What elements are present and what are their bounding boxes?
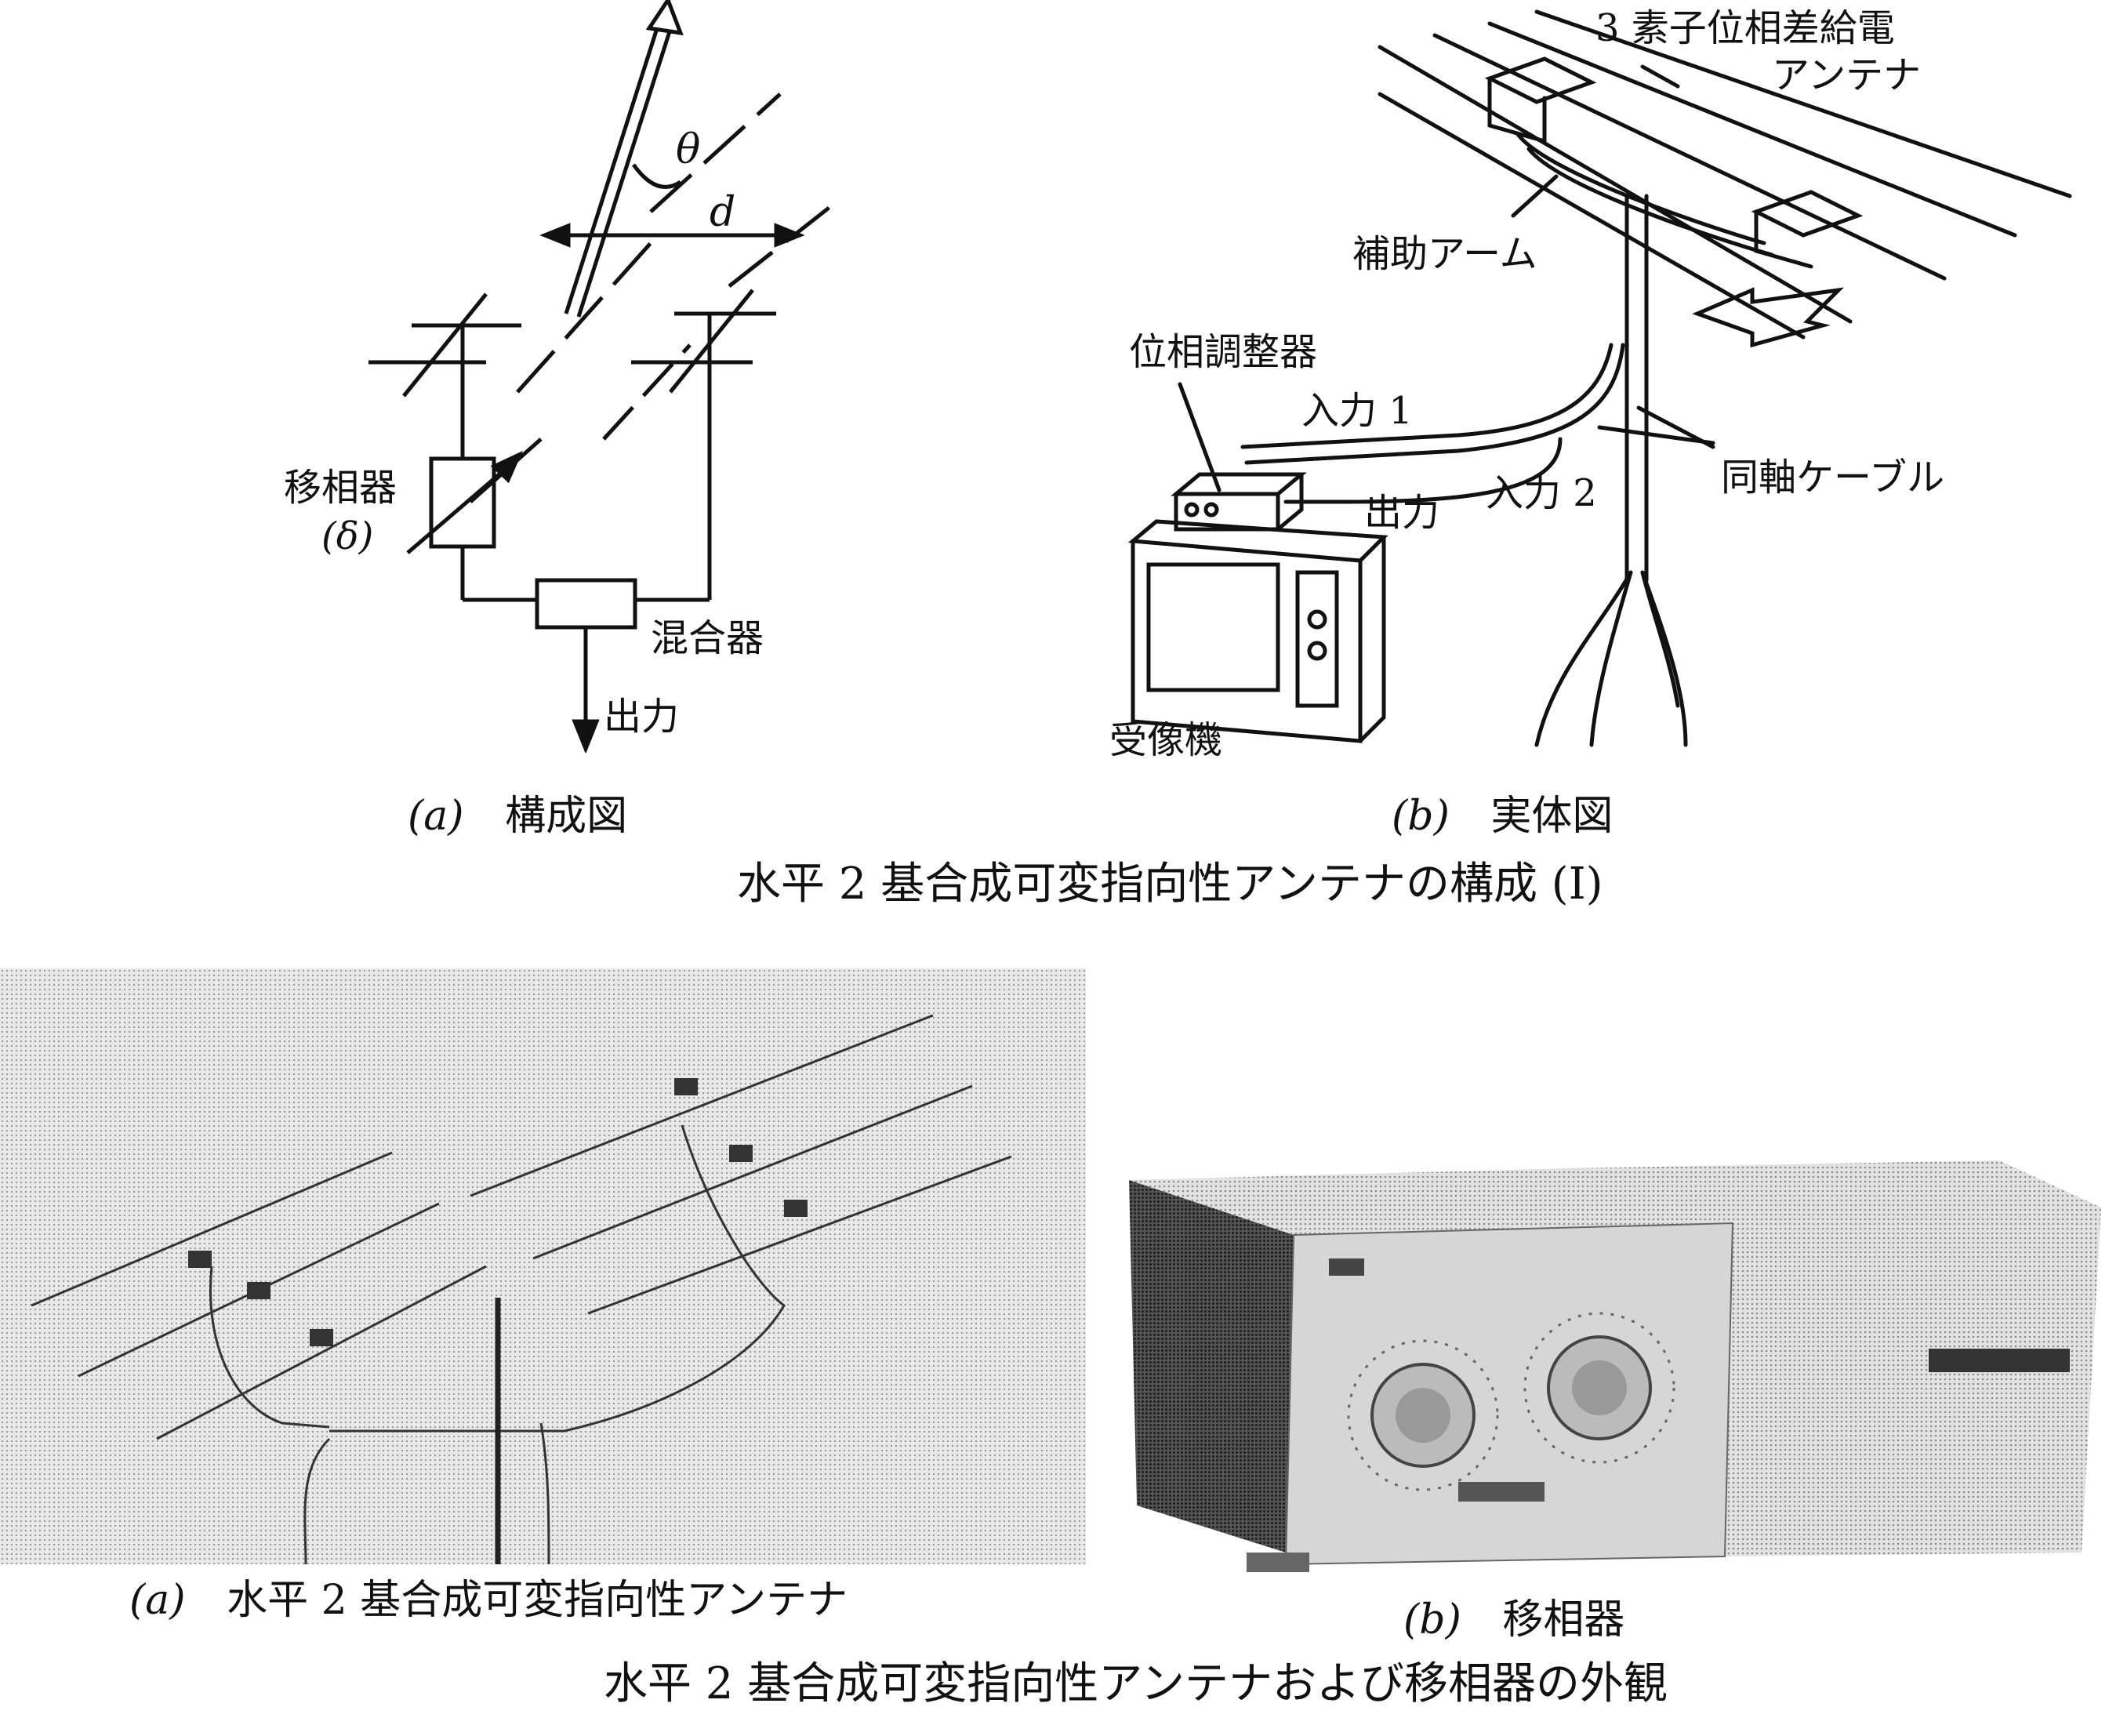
output-label-b: 出力 (1364, 491, 1440, 535)
photo-mount-3 (310, 1329, 333, 1346)
photo-element-5 (532, 1084, 973, 1260)
spacing-d-label: d (710, 189, 736, 236)
left-dial (1347, 1339, 1499, 1491)
front-nameplate (1458, 1482, 1545, 1502)
tv-receiver (1127, 519, 1388, 743)
front-panel (1284, 1222, 1734, 1566)
arrival-direction-arrow (564, 0, 684, 318)
antenna-elements (1378, 9, 2072, 340)
photo-cable-right (539, 1422, 550, 1564)
input2-label: 入力 2 (1486, 471, 1597, 515)
mixer-label: 混合器 (651, 616, 764, 660)
phase-shifter-label: 移相器 (284, 466, 397, 510)
antenna-label-2: アンテナ (1772, 53, 1922, 97)
photo-cable-left (303, 1437, 331, 1564)
caption-1a-text: 構成図 (505, 793, 628, 840)
output-arrow (572, 627, 600, 753)
figure2-title: 水平 2 基合成可変指向性アンテナおよび移相器の外観 (604, 1658, 1668, 1709)
photo-left-arm (209, 1266, 330, 1429)
panel-label (1329, 1258, 1364, 1276)
rear-nameplate (1929, 1349, 2070, 1372)
auxiliary-arm (1515, 131, 1774, 257)
coax-label: 同軸ケーブル (1721, 456, 1945, 499)
caption-2a-mark: (a) (129, 1577, 186, 1624)
caption-2b-text: 移相器 (1502, 1596, 1625, 1643)
beam-direction-arrow (1692, 287, 1845, 348)
photo-mount-5 (729, 1145, 753, 1162)
coax-leader-2 (1636, 405, 1715, 449)
pictorial-diagram (1127, 9, 2072, 747)
theta-label: θ (676, 126, 701, 173)
caption-1b-mark: (b) (1392, 793, 1450, 840)
photo-mount-4 (674, 1078, 698, 1095)
photo-mount-6 (784, 1200, 808, 1217)
variable-arrow (406, 450, 523, 554)
aux-arm-leader (1511, 174, 1559, 218)
photo-right-arm (329, 1124, 786, 1433)
coax-leader-1 (1597, 425, 1715, 445)
mast (1624, 194, 1649, 583)
caption-2a: (a) 水平 2 基合成可変指向性アンテナ (129, 1580, 848, 1621)
rear-side (1725, 1208, 2101, 1556)
antenna-photo (0, 968, 1086, 1564)
phase-shifter-box (429, 456, 496, 549)
coax-cables (1240, 343, 1625, 504)
phase-adjuster-label: 位相調整器 (1129, 330, 1318, 374)
phase-shifter-photo (1129, 1113, 2109, 1584)
delta-label: (δ) (321, 514, 374, 558)
configuration-diagram (368, 0, 840, 753)
antenna-label-1: 3 素子位相差給電 (1595, 6, 1895, 50)
case-side (1129, 1180, 1294, 1553)
phase-adjuster-box (1171, 472, 1307, 532)
photo-element-4 (470, 1014, 934, 1197)
photo-element-6 (587, 1155, 1012, 1315)
caption-1b: (b) 実体図 (1392, 796, 1613, 837)
output-label-a: 出力 (604, 695, 680, 739)
caption-1a-mark: (a) (408, 793, 464, 840)
caption-1b-text: 実体図 (1490, 793, 1614, 840)
caption-2b-mark: (b) (1403, 1596, 1461, 1643)
front-foot (1247, 1553, 1309, 1572)
antenna-leader (1640, 64, 1680, 89)
photo-mount-1 (188, 1251, 212, 1268)
phase-shifter-photo-drawing (1129, 1160, 2101, 1572)
antenna-photo-drawing (31, 1014, 1012, 1564)
case-top (1129, 1168, 1733, 1235)
photo-element-1 (31, 1151, 393, 1307)
tripod (1534, 570, 1688, 747)
caption-2a-text: 水平 2 基合成可変指向性アンテナ (227, 1577, 848, 1624)
caption-2b: (b) 移相器 (1403, 1600, 1624, 1640)
rear-top (1568, 1160, 2101, 1223)
photo-mount-2 (247, 1282, 270, 1299)
caption-1a: (a) 構成図 (408, 796, 627, 837)
left-antenna (368, 292, 521, 459)
right-antenna (631, 289, 776, 600)
right-dial (1523, 1312, 1675, 1464)
mixer-box (535, 578, 637, 630)
wavefront-lines (469, 93, 840, 503)
theta-arc (631, 163, 682, 189)
photo-element-3 (156, 1265, 487, 1440)
receiver-label: 受像機 (1109, 718, 1223, 762)
aux-arm-label: 補助アーム (1352, 232, 1537, 276)
spacing-d-dimension (539, 223, 805, 248)
input1-label: 入力 1 (1301, 389, 1413, 433)
figure1-title: 水平 2 基合成可変指向性アンテナの構成 (I) (737, 859, 1603, 910)
